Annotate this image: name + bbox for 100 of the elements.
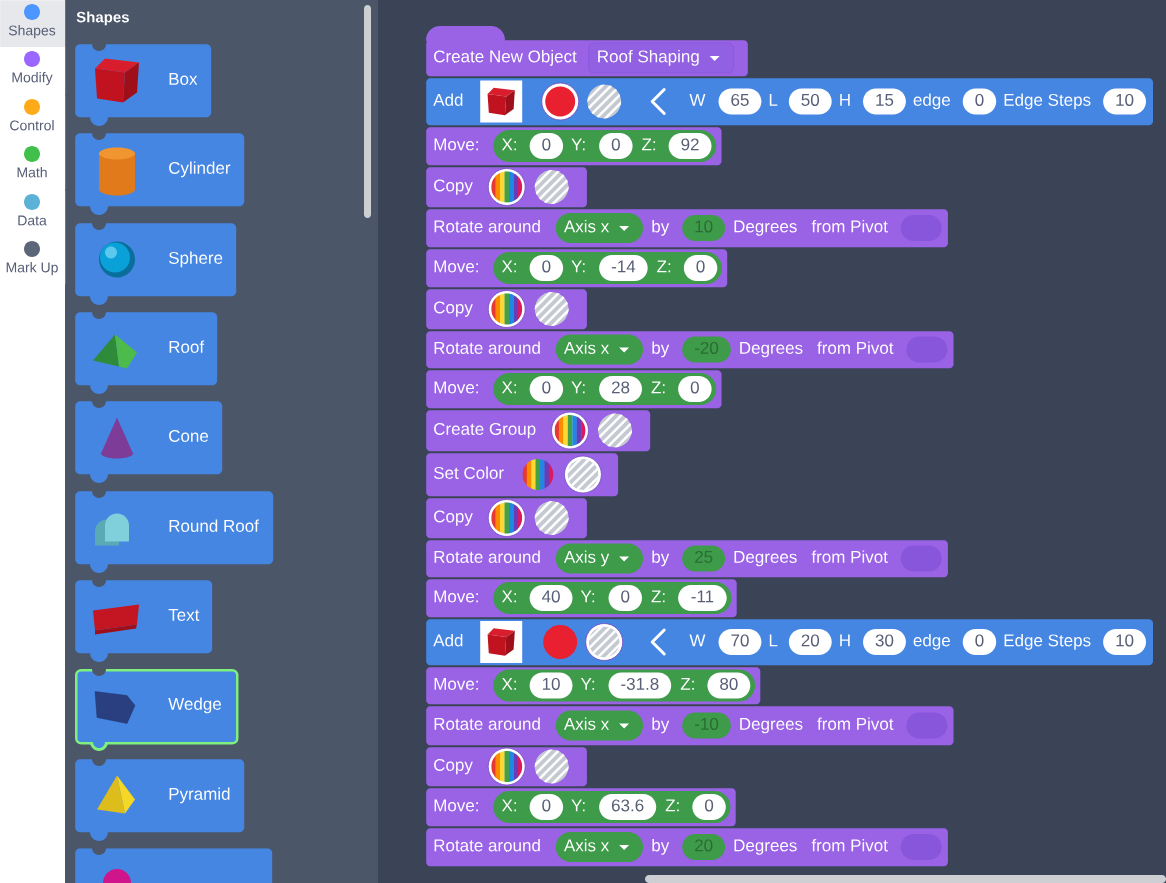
dropdown: Axis x [555, 213, 644, 243]
block-label: from Pivot [817, 717, 894, 730]
block-label: Z: [651, 381, 665, 394]
number-field: 0 [529, 794, 564, 820]
block-label: Create Group [434, 422, 536, 439]
block-label: Add [433, 633, 463, 647]
block-label: Rotate around [434, 717, 540, 730]
dropdown: Axis x [555, 832, 644, 862]
number-field: 65 [718, 88, 762, 115]
category-tab: Modify [0, 47, 66, 95]
block-label: X: [501, 381, 516, 394]
block-label: Move: [434, 138, 478, 151]
block-label: by [652, 550, 670, 567]
block-label: X: [501, 260, 516, 273]
category-tab: Math [0, 142, 66, 190]
block-label: Rotate around [434, 341, 540, 354]
block-label: Z: [680, 678, 694, 690]
block-label: Rotate around [434, 550, 540, 563]
block-label: Degrees [734, 839, 797, 855]
number-field: 70 [718, 629, 762, 655]
block-label: by [652, 341, 670, 358]
block-label: Degrees [740, 342, 803, 358]
block-label: Edge Steps [1004, 93, 1091, 110]
number-field: 0 [529, 255, 564, 281]
node-label: Math [17, 167, 47, 178]
number-field: 0 [683, 255, 718, 281]
block-label: Degrees [734, 220, 797, 236]
block-label: Y: [571, 799, 585, 812]
block-label: Move: [434, 260, 478, 273]
block-label: edge [913, 633, 950, 650]
block-label: L [769, 94, 778, 106]
category-tab: Mark Up [0, 237, 66, 285]
block-label: by [652, 838, 670, 855]
number-field: 20 [788, 629, 832, 655]
block-label: Set Color [434, 466, 504, 479]
number-field: 50 [788, 88, 832, 115]
number-field: 0 [692, 794, 726, 820]
block-label: Move: [434, 381, 478, 394]
block-label: edge [913, 93, 950, 110]
block-label: Z: [651, 590, 665, 603]
number-field: 0 [608, 585, 642, 611]
number-field: -14 [599, 255, 648, 281]
block-label: Y: [580, 678, 595, 690]
number-field: -11 [678, 585, 727, 611]
number-field: 10 [1103, 629, 1146, 655]
number-field: 0 [962, 88, 997, 115]
block-label: Y: [571, 260, 585, 273]
block-label: W [689, 94, 706, 106]
block-label: Z: [657, 260, 671, 273]
node-label: Mark Up [6, 262, 58, 276]
block-label: Y: [580, 590, 595, 603]
node-label: Modify [12, 72, 53, 86]
block-label: W [689, 634, 706, 647]
block-label: Degrees [734, 551, 797, 567]
block-label: Add [433, 93, 463, 106]
block-label: H [840, 94, 850, 106]
number-field: 0 [962, 629, 997, 655]
block-label: Z: [665, 799, 679, 812]
block-label: by [652, 219, 670, 236]
number-field: 0 [678, 376, 712, 402]
block-label: L [769, 634, 778, 647]
block-label: Move: [434, 678, 478, 690]
number-field: 0 [529, 133, 564, 159]
block-label: Degrees [740, 718, 803, 734]
block-label: X: [501, 138, 516, 151]
block-label: Copy [434, 510, 473, 526]
number-field: 0 [599, 133, 633, 159]
category-tab: Data [0, 190, 66, 238]
block-label: Edge Steps [1004, 633, 1091, 650]
block-label: Y: [571, 138, 585, 151]
block-label: Move: [434, 590, 478, 603]
block-label: Rotate around [434, 838, 540, 852]
number-field: 10 [529, 672, 573, 699]
palette-heading: Shapes [76, 11, 129, 26]
block-label: X: [501, 799, 516, 812]
block-label: Copy [434, 179, 473, 195]
number-field: 92 [668, 133, 712, 159]
block-label: by [652, 717, 670, 734]
number-field: 0 [529, 376, 564, 402]
block-label: Copy [434, 758, 473, 775]
block-label: Y: [571, 381, 585, 394]
number-field: 28 [599, 376, 642, 402]
block-label: from Pivot [811, 219, 888, 233]
block-label: Rotate around [434, 219, 540, 233]
node-label: Data [18, 215, 47, 226]
block-label: X: [501, 678, 516, 690]
block-label: Move: [434, 799, 478, 812]
block-label: from Pivot [811, 838, 888, 852]
node-label: Control [10, 120, 54, 131]
number-field: 30 [863, 629, 906, 655]
block-label: Z: [642, 138, 656, 151]
category-tab: Control [0, 95, 66, 143]
number-field: 15 [863, 88, 906, 115]
number-field: 10 [1103, 88, 1146, 115]
number-field: 80 [707, 672, 751, 699]
category-tab: Shapes [0, 0, 66, 48]
block-label: H [840, 634, 850, 647]
block-label: Copy [434, 301, 473, 317]
block-label: X: [501, 590, 516, 603]
block-label: from Pivot [811, 550, 888, 563]
